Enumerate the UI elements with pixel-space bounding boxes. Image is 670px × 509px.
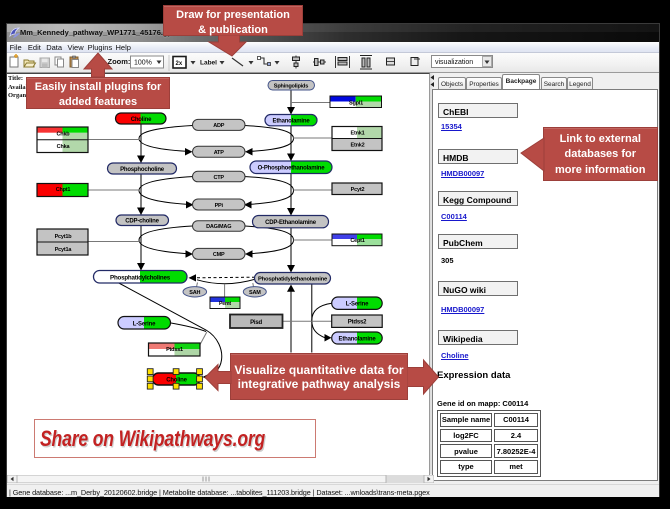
svg-text:O-Phosphoethanolamine: O-Phosphoethanolamine (258, 166, 326, 172)
svg-text:DAG/MAG: DAG/MAG (206, 224, 231, 230)
svg-text:CDP-choline: CDP-choline (125, 219, 159, 225)
svg-text:Zoom:: Zoom: (108, 57, 131, 66)
svg-text:SAM: SAM (249, 290, 261, 296)
svg-text:PPi: PPi (215, 203, 224, 209)
svg-text:CDP-Ethanolamine: CDP-Ethanolamine (265, 220, 317, 226)
svg-text:Ethanolamine: Ethanolamine (273, 119, 311, 125)
svg-text:Phosphatidylethanolamine: Phosphatidylethanolamine (258, 277, 328, 283)
svg-text:Chpt1: Chpt1 (56, 187, 71, 193)
svg-text:Ethanolamine: Ethanolamine (339, 337, 377, 343)
svg-text:Etnk1: Etnk1 (351, 131, 365, 137)
svg-text:L-Serine: L-Serine (133, 321, 156, 327)
svg-text:Chka: Chka (57, 144, 71, 150)
svg-text:100%: 100% (134, 60, 152, 67)
svg-text:Chkb: Chkb (57, 132, 71, 138)
svg-text:2x: 2x (176, 61, 183, 67)
svg-text:Choline: Choline (166, 377, 187, 383)
svg-text:Sphingolipids: Sphingolipids (274, 84, 308, 90)
svg-text:Cept1: Cept1 (350, 238, 364, 244)
svg-text:ATP: ATP (214, 150, 225, 156)
svg-text:Ptdss1: Ptdss1 (166, 347, 183, 353)
svg-text:Pcyt1b: Pcyt1b (55, 234, 73, 240)
svg-text:Choline: Choline (131, 117, 152, 123)
svg-text:ADP: ADP (213, 123, 225, 129)
svg-text:visualization: visualization (435, 59, 473, 66)
svg-text:Label: Label (200, 60, 217, 67)
svg-text:CTP: CTP (213, 175, 224, 181)
svg-text:SAH: SAH (189, 290, 200, 296)
svg-text:Sgpl1: Sgpl1 (349, 100, 363, 106)
svg-text:Pisd: Pisd (250, 320, 262, 326)
svg-text:Ptdss2: Ptdss2 (348, 320, 367, 326)
svg-text:CMP: CMP (213, 252, 225, 258)
svg-text:Pemt: Pemt (219, 301, 231, 307)
svg-text:Phosphatidylcholines: Phosphatidylcholines (110, 275, 171, 282)
svg-text:Pcyt2: Pcyt2 (351, 187, 365, 193)
svg-text:Pcyt1a: Pcyt1a (55, 247, 73, 253)
svg-text:L-Serine: L-Serine (346, 302, 369, 308)
svg-text:Phosphocholine: Phosphocholine (120, 167, 165, 173)
svg-text:Etnk2: Etnk2 (351, 143, 365, 149)
